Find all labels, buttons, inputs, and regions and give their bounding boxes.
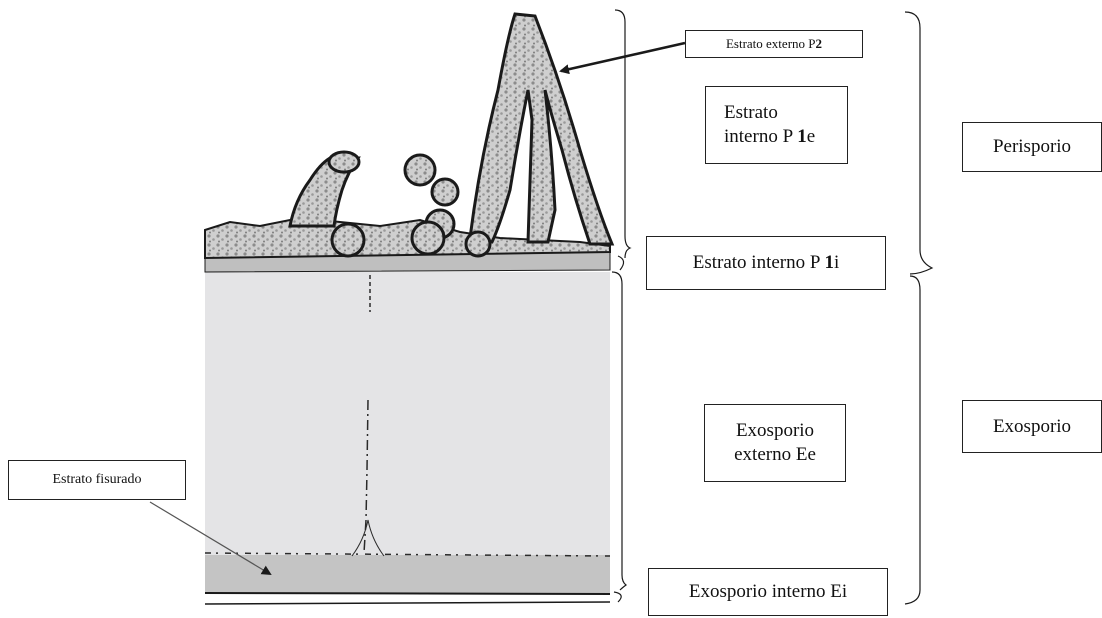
- rodlet-section-5: [412, 222, 444, 254]
- label-exosporio-externo: Exosporio externo Ee: [704, 404, 846, 482]
- brace-ee: [612, 272, 626, 590]
- brace-ei: [614, 592, 621, 602]
- brace-p1e: [615, 10, 630, 258]
- rodlet-section-6: [466, 232, 490, 256]
- label-exosporio: Exosporio: [962, 400, 1102, 453]
- tube-cross-section: [329, 152, 359, 172]
- label-estrato-interno-p1i: Estrato interno P 1i: [646, 236, 886, 290]
- bottom-boundary-line: [205, 593, 610, 594]
- rodlet-section-1: [405, 155, 435, 185]
- bottom-boundary-line-2: [205, 602, 610, 604]
- brace-p1i: [618, 256, 624, 270]
- rodlet-section-4: [332, 224, 364, 256]
- arrow-estrato-externo: [561, 43, 685, 71]
- label-estrato-externo-p2: Estrato externo P2: [685, 30, 863, 58]
- perispore-spike-outer: [470, 14, 612, 244]
- label-perisporio: Perisporio: [962, 122, 1102, 172]
- exospore-outer-layer: [205, 272, 610, 555]
- brace-perisporio: [905, 12, 932, 274]
- exospore-inner-layer: [205, 555, 610, 593]
- label-exosporio-interno: Exosporio interno Ei: [648, 568, 888, 616]
- label-estrato-fisurado: Estrato fisurado: [8, 460, 186, 500]
- brace-exosporio: [905, 276, 920, 604]
- label-estrato-interno-p1e: Estrato interno P 1e: [705, 86, 848, 164]
- rodlet-section-2: [432, 179, 458, 205]
